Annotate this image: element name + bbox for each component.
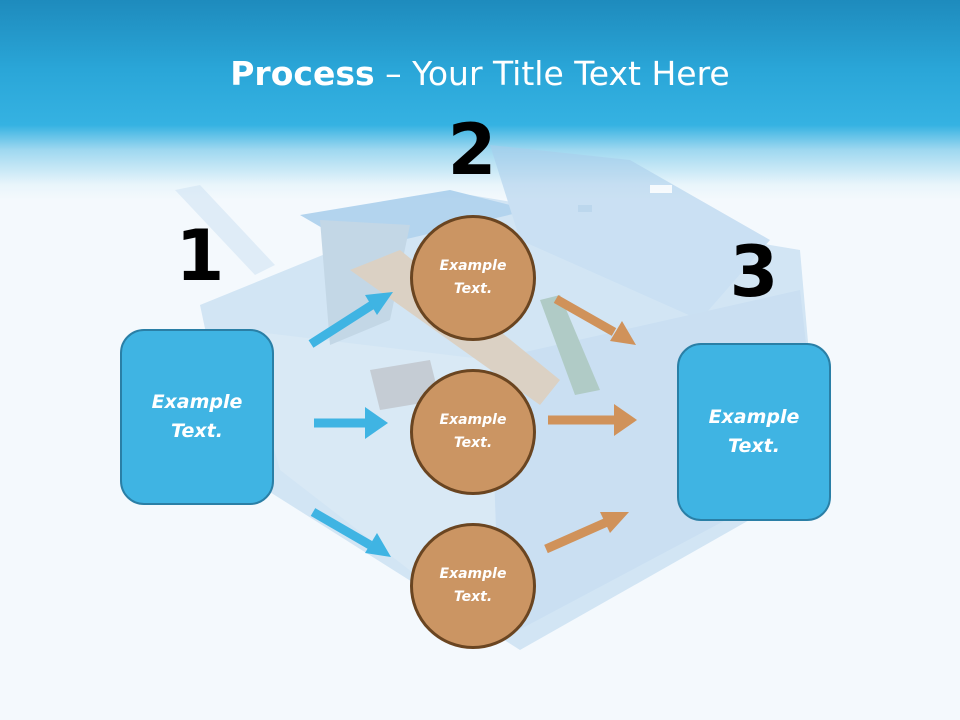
title-bold: Process bbox=[230, 54, 375, 93]
orange-arrow-up bbox=[544, 512, 629, 554]
step-number-1: 1 bbox=[175, 215, 225, 297]
title-rest: – Your Title Text Here bbox=[374, 54, 730, 93]
step-3-box: Example Text. bbox=[677, 343, 831, 521]
blue-arrow-down bbox=[310, 508, 391, 557]
blue-arrow-middle bbox=[314, 407, 388, 439]
step-2-text-top: Example Text. bbox=[439, 258, 507, 297]
step-number-2: 2 bbox=[447, 109, 497, 191]
step-2-text-bottom: Example Text. bbox=[439, 566, 507, 605]
orange-arrow-middle bbox=[548, 404, 637, 436]
step-1-text: Example Text. bbox=[151, 391, 243, 442]
step-2-circle-middle: Example Text. bbox=[410, 369, 536, 495]
blue-arrow-up bbox=[308, 292, 393, 348]
orange-arrow-down bbox=[553, 295, 636, 345]
step-1-box: Example Text. bbox=[120, 329, 274, 505]
step-number-3: 3 bbox=[729, 231, 779, 313]
page-title: Process – Your Title Text Here bbox=[0, 52, 960, 96]
step-2-circle-bottom: Example Text. bbox=[410, 523, 536, 649]
step-3-text: Example Text. bbox=[708, 406, 800, 457]
step-2-circle-top: Example Text. bbox=[410, 215, 536, 341]
header-band bbox=[0, 0, 960, 200]
step-2-text-middle: Example Text. bbox=[439, 412, 507, 451]
